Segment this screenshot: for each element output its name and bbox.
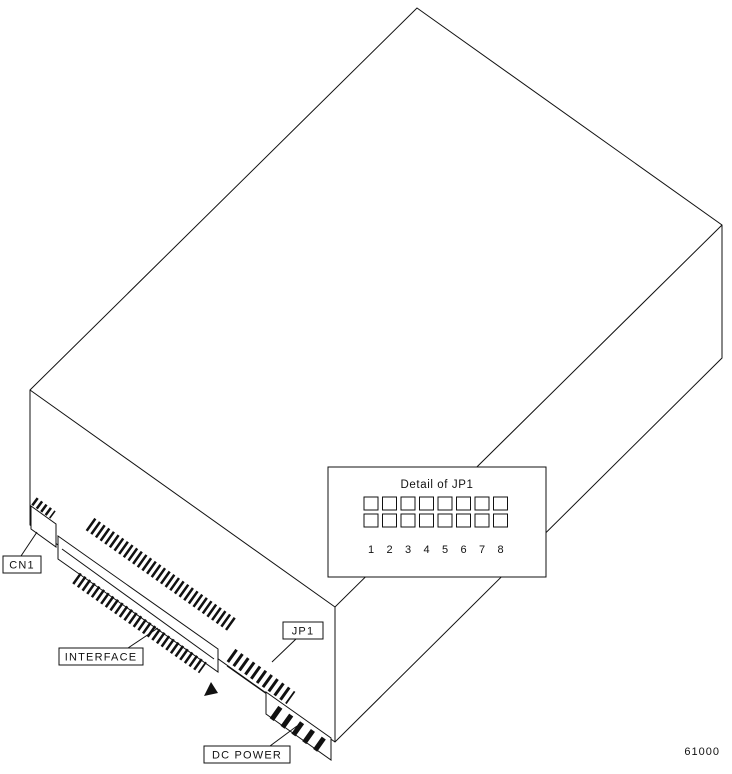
jumper-pad xyxy=(437,496,453,511)
drive-enclosure xyxy=(29,7,723,743)
jumper-pad xyxy=(456,513,471,528)
jumper-pad xyxy=(474,496,490,511)
pin1-indicator-arrow-icon xyxy=(204,682,218,696)
jumper-pad xyxy=(400,513,416,528)
jp1-label: JP1 xyxy=(292,626,315,638)
leader-lines xyxy=(20,531,298,747)
jumper-pad xyxy=(493,513,508,528)
jumper-pad xyxy=(419,496,434,511)
pin-number-label: 5 xyxy=(442,544,448,556)
interface-callout: INTERFACE xyxy=(58,647,144,666)
interface-label-box xyxy=(58,647,144,666)
jumper-pad xyxy=(456,496,471,511)
cn1-label-box xyxy=(2,555,42,574)
cn1-connector xyxy=(30,497,57,548)
pin-number-label: 4 xyxy=(423,544,429,556)
drive-body-outline xyxy=(29,7,723,743)
callout-labels: CN1 INTERFACE JP1 DC POWER xyxy=(2,555,324,764)
pin-number-label: 8 xyxy=(497,544,503,556)
dc-power-leader-line xyxy=(269,725,298,747)
pin-number-label: 1 xyxy=(368,544,374,556)
dc-power-pins xyxy=(269,705,327,753)
dc-power-label-box xyxy=(203,745,291,764)
pin-number-label: 3 xyxy=(405,544,411,556)
figure-number: 61000 xyxy=(684,746,720,758)
dc-power-label: DC POWER xyxy=(212,750,282,762)
pin-number-label: 2 xyxy=(386,544,392,556)
jp1-label-box xyxy=(282,621,324,640)
cn1-connector-pins xyxy=(31,497,56,519)
cn1-callout: CN1 xyxy=(2,555,42,574)
interface-top-teeth xyxy=(85,517,237,632)
jp1-leader-line xyxy=(271,638,297,663)
jumper-pad xyxy=(363,513,379,528)
dc-power-connector xyxy=(265,691,332,761)
pin-number-label: 6 xyxy=(460,544,466,556)
jp1-callout: JP1 xyxy=(282,621,324,640)
interface-label: INTERFACE xyxy=(65,652,138,664)
interface-slot-groove xyxy=(61,548,215,660)
jumper-pad xyxy=(493,496,508,511)
jumper-pad xyxy=(419,513,434,528)
detail-inset: Detail of JP1 xyxy=(327,466,547,578)
jumper-pad-grid xyxy=(363,496,508,528)
jumper-pad xyxy=(400,496,416,511)
jumper-pad xyxy=(437,513,453,528)
cn1-label: CN1 xyxy=(9,560,35,572)
jumper-pad xyxy=(382,513,397,528)
cn1-connector-body xyxy=(30,505,57,548)
detail-title: Detail of JP1 xyxy=(401,479,474,491)
cn1-leader-line xyxy=(20,531,38,557)
jumper-pad xyxy=(363,496,379,511)
interface-connector xyxy=(57,517,237,696)
jp1-pins xyxy=(226,648,296,705)
pin-number-row: 1 2 3 4 5 6 7 8 xyxy=(368,544,504,556)
jumper-pad xyxy=(382,496,397,511)
pin-number-label: 7 xyxy=(479,544,485,556)
dc-power-callout: DC POWER xyxy=(203,745,291,764)
interface-leader-line xyxy=(127,627,159,649)
jumper-pad xyxy=(474,513,490,528)
